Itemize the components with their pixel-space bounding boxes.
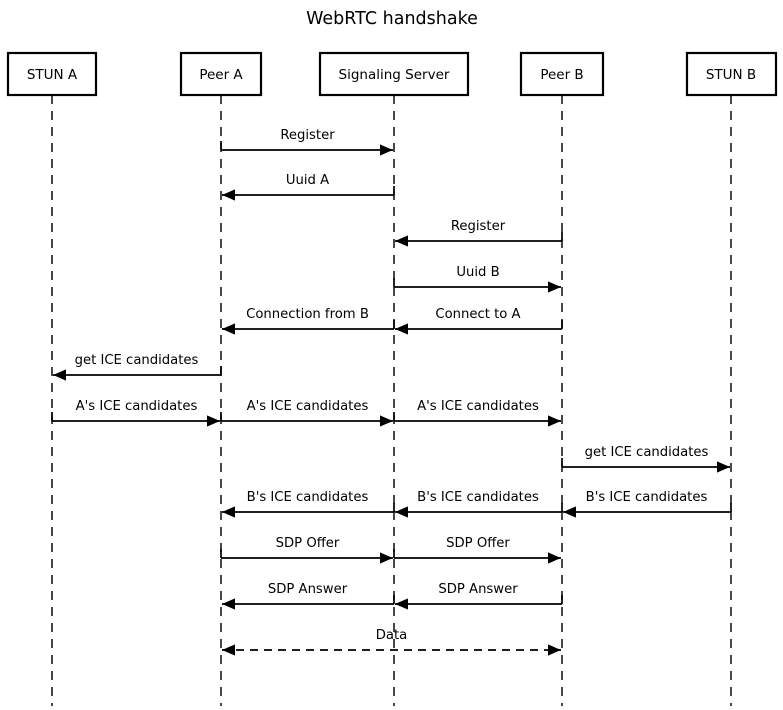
arrow-head: [395, 323, 408, 335]
participant-box-peerA: [179, 51, 263, 97]
message-label: B's ICE candidates: [247, 490, 369, 505]
arrow-head: [207, 415, 220, 427]
message-label: SDP Answer: [438, 582, 518, 597]
arrow-head: [563, 506, 576, 518]
message-label: A's ICE candidates: [417, 399, 539, 414]
arrow-head: [222, 506, 235, 518]
message-label: A's ICE candidates: [247, 399, 369, 414]
participant-signaling[interactable]: Signaling Server: [318, 51, 470, 97]
message-0[interactable]: Register: [220, 128, 393, 156]
participant-label-stunA: STUN A: [27, 67, 78, 83]
message-label: SDP Answer: [268, 582, 348, 597]
message-1[interactable]: Uuid A: [222, 173, 395, 201]
message-8[interactable]: A's ICE candidates: [220, 399, 393, 427]
participant-peerA[interactable]: Peer A: [179, 51, 263, 97]
participant-label-peerB: Peer B: [540, 67, 583, 83]
message-10[interactable]: get ICE candidates: [561, 445, 730, 473]
message-9[interactable]: A's ICE candidates: [393, 399, 561, 427]
arrow-head: [380, 415, 393, 427]
arrow-head: [222, 323, 235, 335]
arrow-head: [222, 644, 235, 656]
message-11[interactable]: B's ICE candidates: [222, 490, 395, 518]
message-label: B's ICE candidates: [417, 490, 539, 505]
participants-group: STUN A Peer A Signaling Server Peer B STUN B: [6, 51, 778, 97]
message-label: SDP Offer: [276, 536, 340, 551]
participant-label-signaling: Signaling Server: [339, 67, 450, 83]
message-label: get ICE candidates: [585, 445, 709, 460]
arrow-head: [717, 461, 730, 473]
arrow-head: [53, 369, 66, 381]
message-14[interactable]: SDP Offer: [220, 536, 393, 564]
arrow-head: [395, 598, 408, 610]
participant-stunB[interactable]: STUN B: [685, 51, 778, 97]
message-3[interactable]: Uuid B: [393, 265, 561, 293]
arrow-head: [548, 552, 561, 564]
message-label: Connection from B: [246, 307, 369, 322]
participant-stunA[interactable]: STUN A: [6, 51, 98, 97]
arrow-head: [395, 506, 408, 518]
participant-label-stunB: STUN B: [706, 67, 756, 83]
message-label: Register: [451, 219, 506, 234]
message-label: Connect to A: [435, 307, 520, 322]
message-5[interactable]: Connect to A: [395, 307, 563, 335]
message-6[interactable]: get ICE candidates: [53, 353, 222, 381]
participant-peerB[interactable]: Peer B: [519, 51, 605, 97]
diagram-title: WebRTC handshake: [306, 9, 478, 29]
message-label: Uuid A: [286, 173, 329, 188]
message-12[interactable]: B's ICE candidates: [395, 490, 563, 518]
lifelines-group: [51, 95, 732, 706]
arrow-head: [548, 281, 561, 293]
participant-label-peerA: Peer A: [199, 67, 243, 83]
arrow-head: [222, 189, 235, 201]
message-17[interactable]: SDP Answer: [395, 582, 563, 610]
message-label: Uuid B: [456, 265, 499, 280]
message-13[interactable]: B's ICE candidates: [563, 490, 732, 518]
message-4[interactable]: Connection from B: [222, 307, 395, 335]
message-2[interactable]: Register: [395, 219, 563, 247]
message-label: B's ICE candidates: [586, 490, 708, 505]
arrow-head: [548, 644, 561, 656]
message-label: SDP Offer: [446, 536, 510, 551]
message-18[interactable]: Data: [222, 628, 561, 656]
arrow-head: [395, 235, 408, 247]
message-label: Register: [280, 128, 335, 143]
arrow-head: [380, 552, 393, 564]
arrow-head: [222, 598, 235, 610]
participant-box-peerB: [519, 51, 605, 97]
message-7[interactable]: A's ICE candidates: [51, 399, 220, 427]
participant-box-stunB: [685, 51, 778, 97]
participant-box-stunA: [6, 51, 98, 97]
message-15[interactable]: SDP Offer: [393, 536, 561, 564]
message-label: get ICE candidates: [75, 353, 199, 368]
message-label: A's ICE candidates: [76, 399, 198, 414]
message-label: Data: [376, 628, 408, 643]
arrow-head: [548, 415, 561, 427]
message-16[interactable]: SDP Answer: [222, 582, 395, 610]
arrow-head: [380, 144, 393, 156]
participant-box-signaling: [318, 51, 470, 97]
